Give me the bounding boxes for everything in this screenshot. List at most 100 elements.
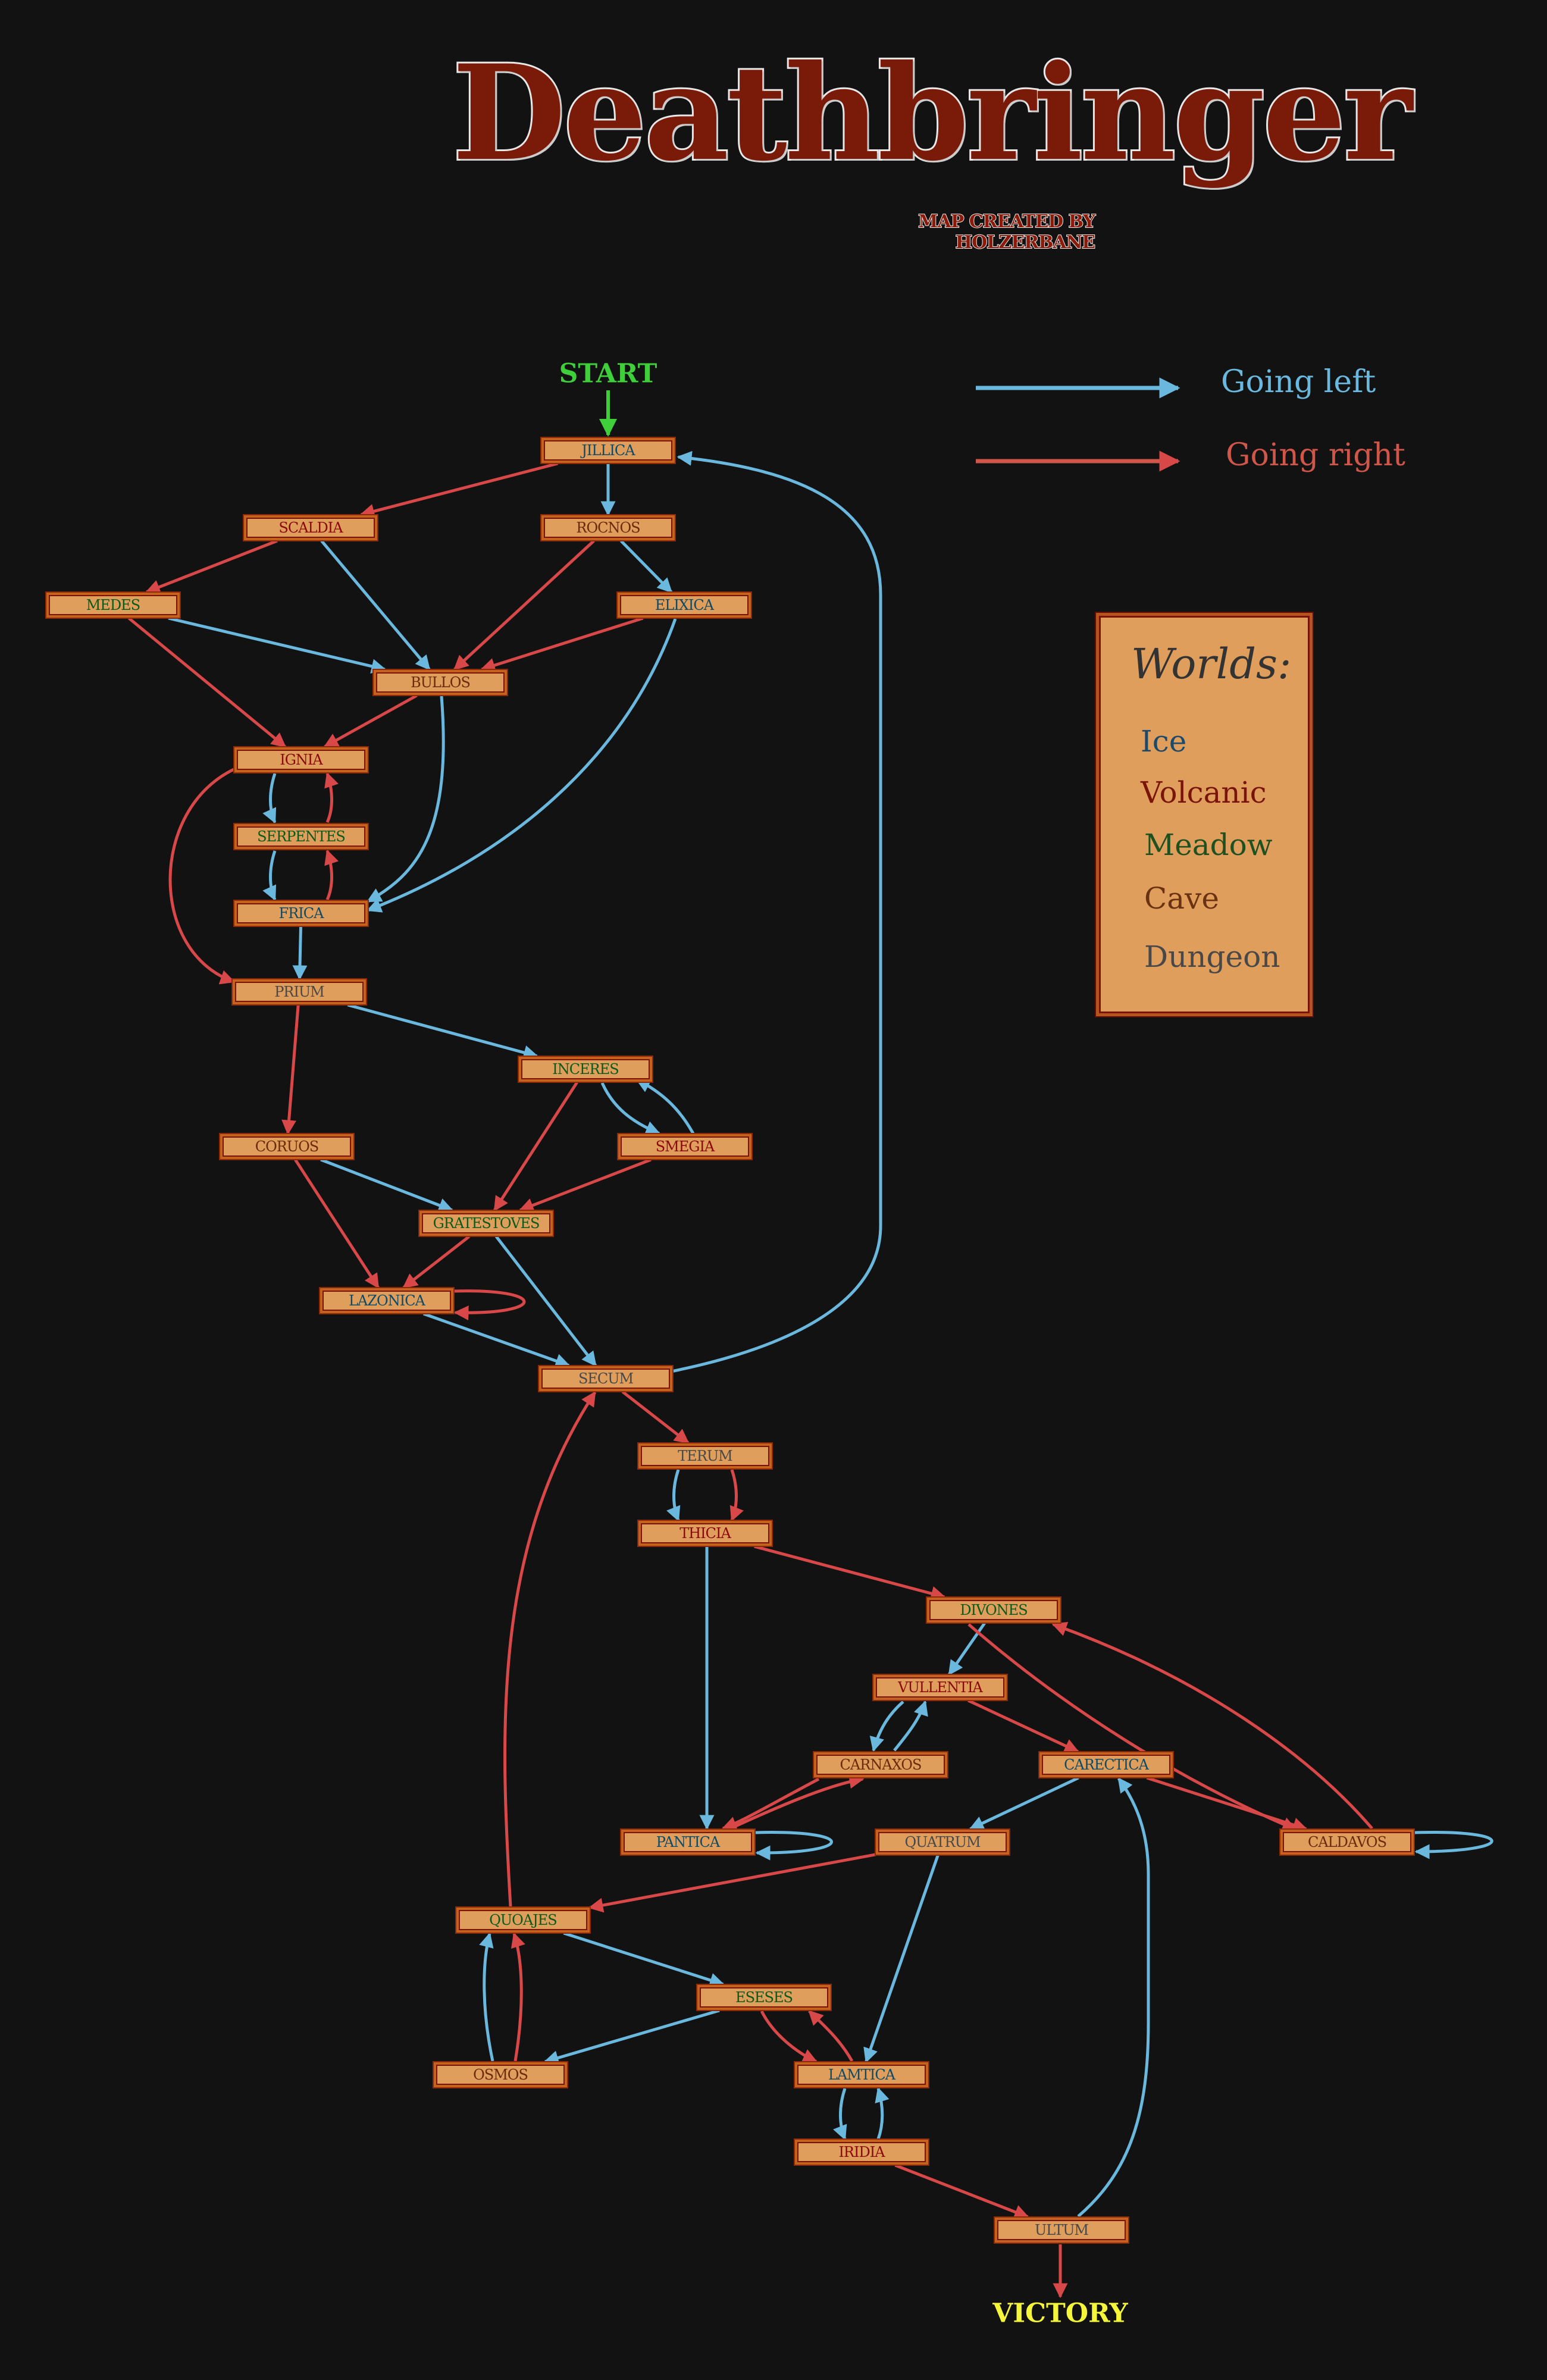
node-label: ELIXICA — [654, 597, 714, 613]
node-terum[interactable]: TERUM — [638, 1443, 772, 1468]
node-lazonica[interactable]: LAZONICA — [320, 1288, 453, 1313]
node-carectica[interactable]: CARECTICA — [1039, 1752, 1173, 1777]
edge-inceres-to-gratestoves — [493, 1081, 578, 1212]
edge-elixica-to-bullos — [480, 616, 644, 673]
edge-iridia-to-ultum — [894, 2163, 1029, 2219]
victory-label: VICTORY — [992, 2298, 1128, 2329]
node-jillica[interactable]: JILLICA — [541, 438, 675, 463]
edge-gratestoves-to-lazonica — [402, 1235, 471, 1289]
node-medes[interactable]: MEDES — [46, 593, 180, 618]
node-label: IGNIA — [280, 751, 322, 768]
node-ultum[interactable]: ULTUM — [995, 2218, 1128, 2243]
edge-medes-to-bullos — [168, 616, 387, 674]
node-pantica[interactable]: PANTICA — [621, 1830, 754, 1855]
node-bullos[interactable]: BULLOS — [374, 670, 507, 695]
node-label: THICIA — [679, 1525, 731, 1542]
edge-carectica-to-quatrum — [969, 1776, 1079, 1831]
edge-lazonica-to-lazonica — [453, 1289, 526, 1321]
node-frica[interactable]: FRICA — [234, 901, 368, 926]
node-smegia[interactable]: SMEGIA — [618, 1134, 751, 1159]
edge-prium-to-coruos — [281, 1004, 300, 1135]
edge-carnaxos-to-vullentia — [893, 1700, 928, 1752]
edge-caldavos-to-caldavos — [1414, 1831, 1493, 1859]
edge-lazonica-to-secum — [422, 1312, 571, 1368]
edge-pantica-to-pantica — [754, 1831, 833, 1861]
node-label: ULTUM — [1034, 2222, 1089, 2238]
edge-secum-to-terum — [621, 1391, 690, 1444]
edge-osmos-to-quoajes — [479, 1932, 494, 2062]
world-volcanic: Volcanic — [1141, 775, 1267, 810]
edge-quatrum-to-lamtica — [863, 1855, 940, 2063]
node-label: PANTICA — [656, 1834, 720, 1850]
edge-osmos-to-quoajes — [511, 1932, 525, 2062]
legend-arrows — [976, 377, 1180, 472]
edge-smegia-to-gratestoves — [518, 1158, 652, 1213]
node-scaldia[interactable]: SCALDIA — [244, 515, 377, 540]
edge-inceres-to-smegia — [600, 1082, 661, 1135]
node-osmos[interactable]: OSMOS — [434, 2062, 567, 2087]
legend-label-going-right: Going right — [1226, 437, 1405, 473]
node-rocnos[interactable]: ROCNOS — [541, 515, 675, 540]
node-prium[interactable]: PRIUM — [233, 979, 366, 1004]
edge-serpentes-to-ignia — [324, 772, 339, 823]
edge-jillica-to-scaldia — [359, 462, 559, 519]
edge-serpentes-to-frica — [262, 850, 277, 901]
world-cave: Cave — [1144, 881, 1219, 916]
node-elixica[interactable]: ELIXICA — [618, 593, 751, 618]
edge-quatrum-to-quoajes — [588, 1853, 876, 1913]
world-dungeon: Dungeon — [1144, 940, 1280, 974]
legend-label-going-left: Going left — [1221, 364, 1376, 400]
node-label: PRIUM — [274, 984, 324, 1000]
node-label: LAMTICA — [828, 2066, 895, 2083]
node-coruos[interactable]: CORUOS — [220, 1134, 353, 1159]
node-quatrum[interactable]: QUATRUM — [876, 1830, 1009, 1855]
edge-quoajes-to-secum — [503, 1391, 597, 1907]
edge-lamtica-to-eseses — [808, 2010, 854, 2062]
node-label: CORUOS — [255, 1138, 319, 1155]
edge-secum-to-jillica — [671, 450, 882, 1373]
node-secum[interactable]: SECUM — [539, 1366, 672, 1391]
node-label: FRICA — [278, 905, 324, 922]
node-vullentia[interactable]: VULLENTIA — [873, 1675, 1007, 1700]
node-label: OSMOS — [473, 2066, 528, 2083]
node-label: ESESES — [735, 1989, 793, 2006]
node-label: VULLENTIA — [898, 1679, 983, 1696]
node-inceres[interactable]: INCERES — [519, 1057, 652, 1082]
edges-layer — [128, 390, 1493, 2298]
node-quoajes[interactable]: QUOAJES — [456, 1908, 590, 1933]
edge-frica-to-prium — [292, 926, 308, 981]
edge-ignia-to-serpentes — [262, 773, 277, 824]
node-label: QUATRUM — [904, 1834, 981, 1850]
edge-frica-to-serpentes — [324, 849, 339, 901]
edge-quoajes-to-eseses — [563, 1931, 725, 1988]
edge-bullos-to-frica — [366, 696, 445, 903]
edge-smegia-to-inceres — [635, 1078, 695, 1135]
edge-rocnos-to-elixica — [619, 540, 673, 593]
edge-bullos-to-ignia — [323, 694, 418, 749]
edge-coruos-to-lazonica — [294, 1158, 380, 1289]
map-credit: MAP CREATED BY HOLZERBANE — [917, 211, 1096, 253]
node-label: IRIDIA — [838, 2144, 885, 2160]
edge-prium-to-inceres — [347, 1003, 539, 1060]
edge-eseses-to-lamtica — [760, 2010, 818, 2063]
node-ignia[interactable]: IGNIA — [234, 747, 368, 772]
edge-divones-to-caldavos — [967, 1623, 1298, 1831]
node-lamtica[interactable]: LAMTICA — [795, 2062, 928, 2087]
node-label: SERPENTES — [257, 828, 346, 845]
start-label: START — [559, 358, 657, 389]
node-carnaxos[interactable]: CARNAXOS — [814, 1752, 947, 1777]
worlds-legend-title: Worlds: — [1131, 640, 1292, 688]
node-divones[interactable]: DIVONES — [927, 1598, 1060, 1623]
node-gratestoves[interactable]: GRATESTOVES — [419, 1211, 553, 1236]
edge-vullentia-to-carectica — [967, 1699, 1080, 1753]
edge-eseses-to-osmos — [543, 2009, 720, 2065]
node-caldavos[interactable]: CALDAVOS — [1280, 1830, 1414, 1855]
edge-iridia-to-lamtica — [875, 2087, 890, 2140]
node-serpentes[interactable]: SERPENTES — [234, 824, 368, 849]
node-eseses[interactable]: ESESES — [697, 1985, 831, 2010]
edge-lamtica-to-iridia — [833, 2088, 847, 2141]
node-label: CALDAVOS — [1307, 1834, 1387, 1850]
node-thicia[interactable]: THICIA — [638, 1521, 772, 1546]
node-iridia[interactable]: IRIDIA — [795, 2140, 928, 2165]
